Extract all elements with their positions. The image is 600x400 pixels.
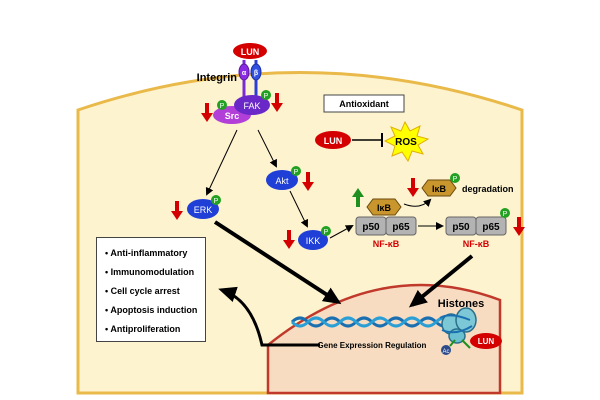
erk-label: ERK [194,205,213,215]
lun-top: LUN [233,43,267,59]
effect-label: Immunomodulation [110,267,195,277]
integrin-label: Integrin [197,72,238,84]
ikk-node: IKK P [283,226,331,250]
antioxidant-label: Antioxidant [339,99,389,109]
effect-item: • Immunomodulation [105,263,199,282]
pathway-arrows [205,129,444,239]
lun-ros-inhibition: LUN ROS [315,120,430,163]
akt-node: Akt P [266,166,314,191]
lun-top-label: LUN [241,47,260,57]
effect-label: Apoptosis induction [110,305,198,315]
lun-histone-label: LUN [478,337,495,346]
nfkb-label-1: NF-κB [373,239,400,249]
lun-mid-label: LUN [324,136,343,146]
svg-text:P: P [214,198,219,205]
p-src [217,100,227,110]
nfkb-free: p50 p65 P NF-κB [445,208,525,249]
effect-label: Anti-inflammatory [110,248,188,258]
nfkb-label-2: NF-κB [463,239,490,249]
alpha-label: α [242,70,247,77]
erk-node: ERK P [171,195,221,220]
down-arrow-nfkb [513,217,525,236]
down-arrow-akt [302,172,314,191]
effect-label: Cell cycle arrest [110,286,180,296]
down-arrow-src [201,103,213,122]
svg-text:P: P [294,169,299,176]
effects-box: • Anti-inflammatory• Immunomodulation• C… [96,237,206,342]
fak-label: FAK [243,101,260,111]
bullet: • [105,305,111,315]
src-label: Src [225,111,240,121]
bullet: • [105,286,111,296]
bullet: • [105,324,111,334]
svg-text:P: P [324,229,329,236]
down-arrow-fak [271,93,283,112]
ikb-degradation: P IκB degradation [403,173,514,208]
ros-burst [383,120,430,163]
src-fak-complex: Src FAK P P [201,90,283,124]
antioxidant-box: Antioxidant [323,94,405,113]
ikb-label: IκB [377,203,392,213]
effect-item: • Cell cycle arrest [105,282,199,301]
p-fak [261,90,271,100]
histones: Histones Ac LUN [438,298,502,355]
p65-label-2: p65 [482,222,500,233]
down-arrow-ikk [283,230,295,249]
p50-label-1: p50 [362,222,380,233]
degradation-label: degradation [462,184,514,194]
effects-list: • Anti-inflammatory• Immunomodulation• C… [105,244,199,339]
svg-text:P: P [453,176,458,183]
effect-item: • Antiproliferation [105,320,199,339]
p50-label-2: p50 [452,222,470,233]
down-arrow-erk [171,201,183,220]
gene-expression-regulation: Gene Expression Regulation [218,286,427,350]
effect-label: Antiproliferation [110,324,181,334]
ikk-label: IKK [306,236,321,246]
p65-label-1: p65 [392,222,410,233]
effect-item: • Apoptosis induction [105,301,199,320]
bullet: • [105,248,111,258]
nfkb-ikb-complex: IκB p50 p65 NF-κB [352,188,417,249]
gene-regulation-label: Gene Expression Regulation [318,341,427,350]
integrin: α β Integrin [197,60,262,104]
histones-label: Histones [438,298,484,310]
ros-label: ROS [395,137,417,148]
effect-item: • Anti-inflammatory [105,244,199,263]
svg-text:P: P [264,93,269,100]
dna-helix [290,316,470,328]
up-arrow-ikb [352,188,364,207]
svg-text:P: P [503,211,508,218]
nucleus [266,283,502,395]
down-arrow-ikb [407,178,419,197]
svg-text:P: P [220,103,225,110]
ikb-degraded-label: IκB [432,184,447,194]
bullet: • [105,267,111,277]
beta-label: β [254,70,259,77]
thick-arrows [213,220,474,308]
akt-label: Akt [275,176,289,186]
ac-label: Ac [442,349,449,355]
